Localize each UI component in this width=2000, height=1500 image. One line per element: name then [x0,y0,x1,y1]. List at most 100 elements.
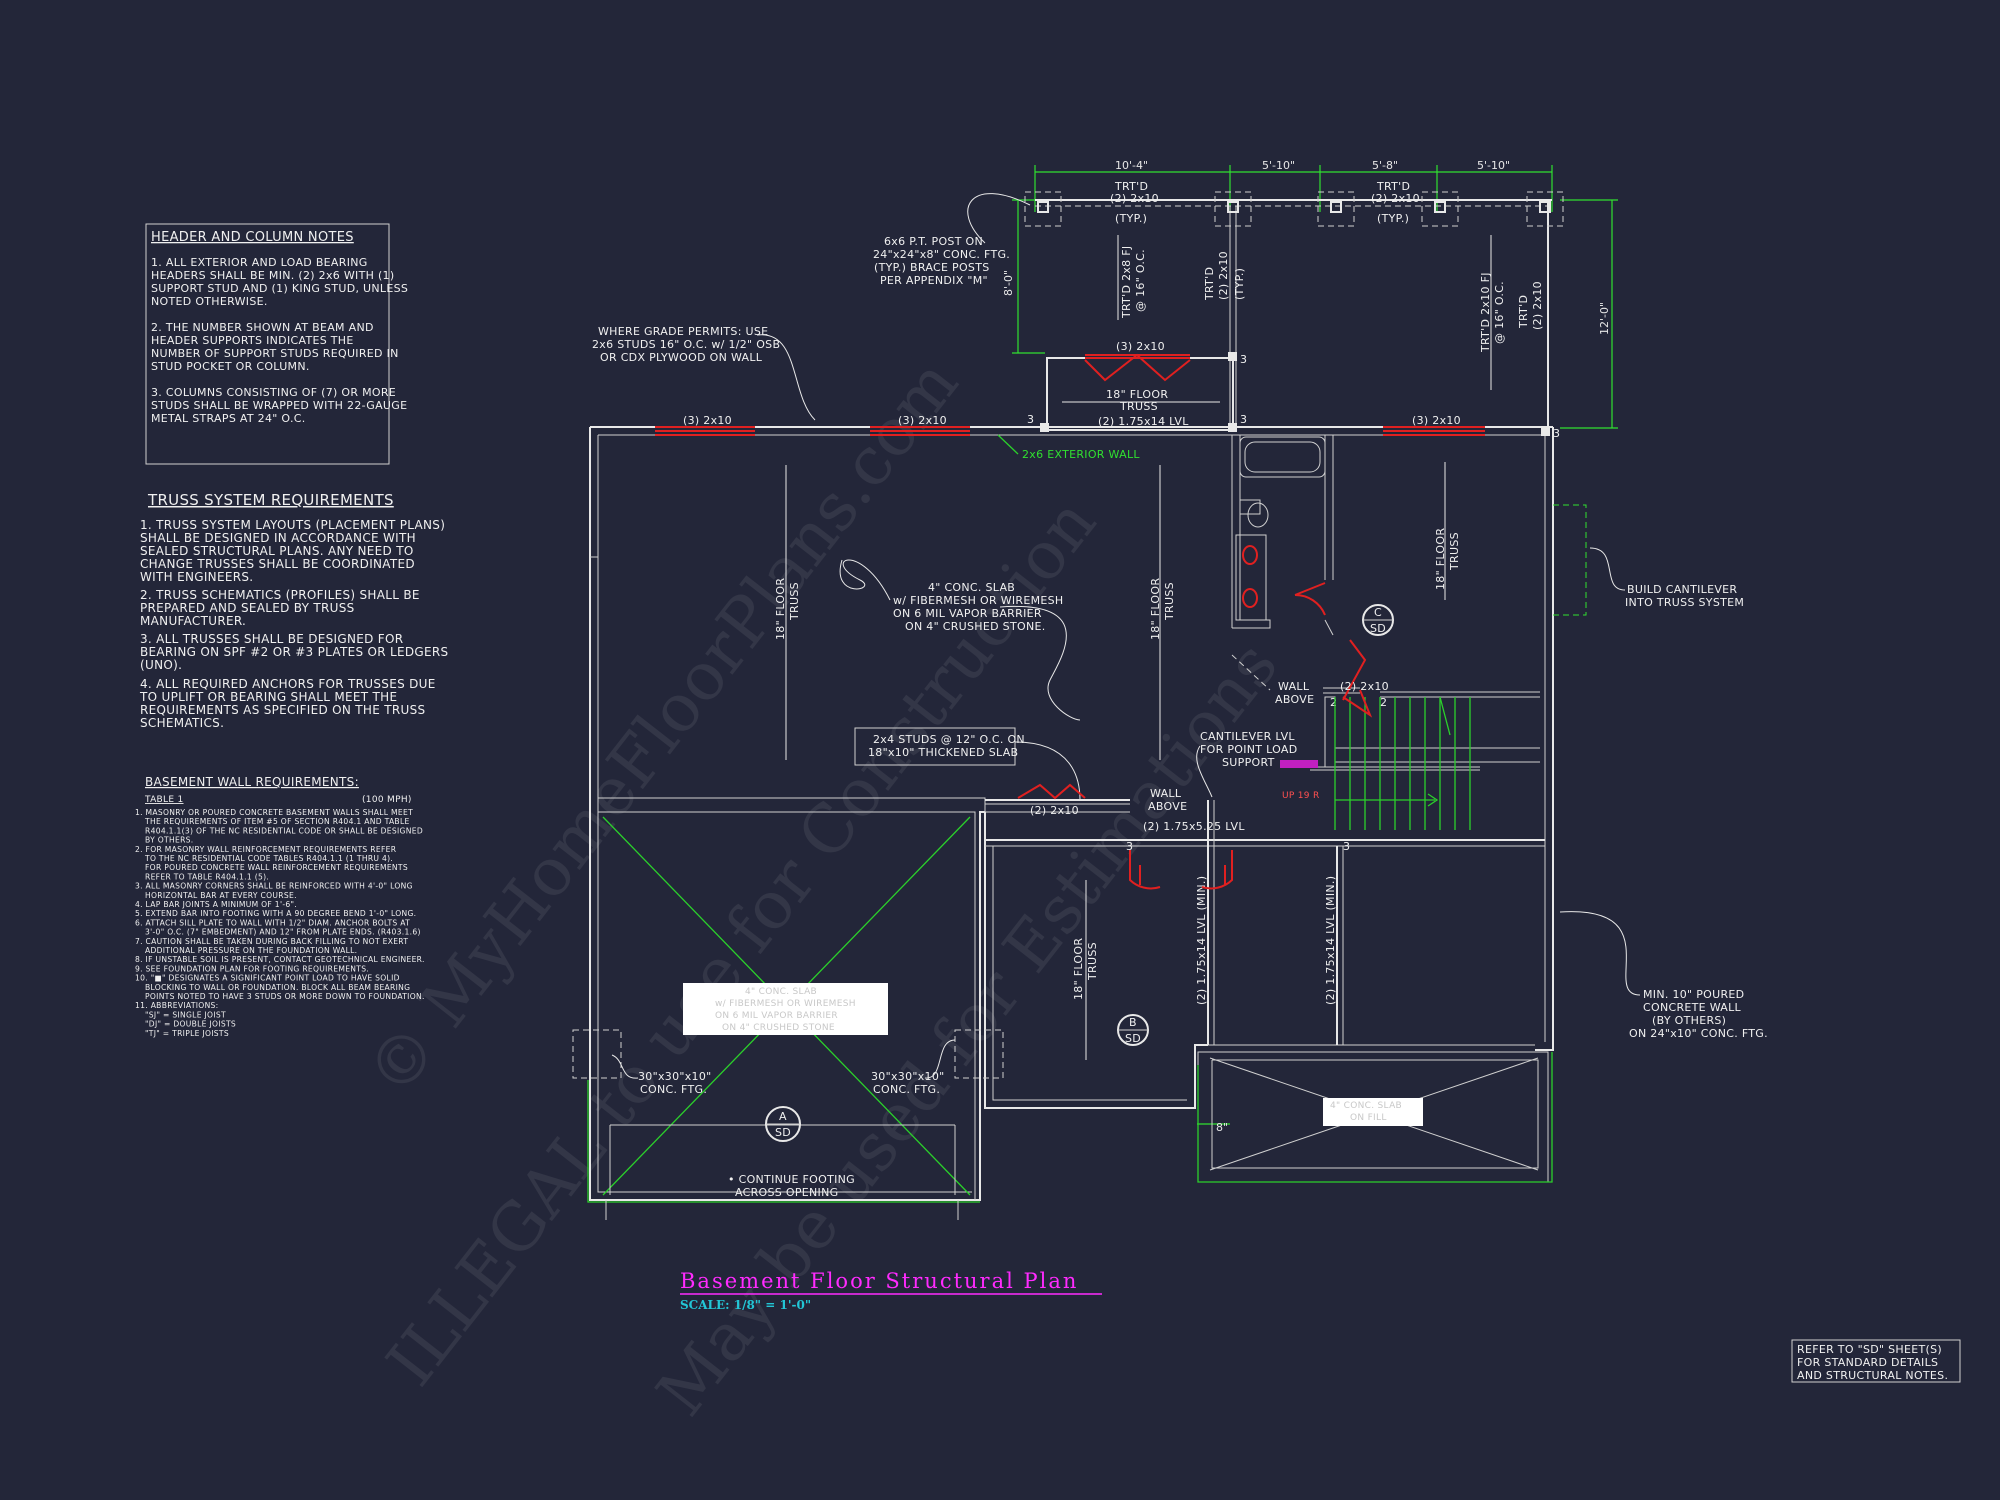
callouts: 6x6 P.T. POST ON 24"x24"x8" CONC. FTG. (… [592,193,1768,1040]
section-marker-a[interactable]: A SD [765,1106,801,1142]
wall-above-label: WALL [1278,680,1310,693]
footing-label: CONC. FTG. [640,1083,707,1096]
basement-note-line: 4. LAP BAR JOINTS A MINIMUM OF 1'-6". [135,900,297,909]
garage-slab-note: ON 6 MIL VAPOR BARRIER [715,1011,838,1021]
leader-line [1196,745,1213,798]
section-marker-c[interactable]: C SD [1362,604,1394,636]
wall-above-label: ABOVE [1148,800,1187,813]
stair-arrow [1439,696,1451,736]
dim-label: 8" [1216,1121,1228,1134]
plan-title: Basement Floor Structural Plan [680,1269,1078,1293]
porch-footing [1197,1052,1553,1183]
beam-label: (2) 2x10 [1531,281,1544,330]
footing-label: 30"x30"x10" [871,1070,945,1083]
refer-note-line: REFER TO "SD" SHEET(S) [1797,1343,1942,1356]
beam-label: (2) 2x10 [1217,251,1230,300]
post-footing [1526,191,1564,227]
leader-line [1589,547,1626,591]
basement-note-line: REFER TO TABLE R404.1.1 (5). [145,872,269,881]
garage-inner-wall [598,811,976,1200]
basement-note-line: 2. FOR MASONRY WALL REINFORCEMENT REQUIR… [135,845,397,854]
dim-label: 5'-10" [1477,159,1510,172]
column-footing [954,1029,1004,1079]
point-load [1541,427,1550,436]
point-load [1228,423,1237,432]
truss-label: 18" FLOOR [1149,578,1162,640]
beam-label: TRT'D [1517,295,1530,329]
basement-wall-notes: BASEMENT WALL REQUIREMENTS: TABLE 1 (100… [135,775,424,1038]
note-line: SCHEMATICS. [140,716,224,730]
sink [1242,588,1258,608]
truss-label: 18" FLOOR [1434,528,1447,590]
leader-line [611,1054,639,1079]
post [1227,201,1239,213]
stair-treads [1334,697,1471,830]
leader-line [1559,911,1641,996]
studs-note-box [854,727,1016,766]
header-label: (3) 2x10 [898,414,947,427]
note-line: 3. COLUMNS CONSISTING OF (7) OR MORE [151,386,396,399]
header-label: (2) 2x10 [1340,680,1389,693]
note-line: PREPARED AND SEALED BY TRUSS [140,601,355,615]
porch-slab-note: ON FILL [1350,1113,1387,1123]
lower-wall [984,812,1208,1109]
dim-label: 5'-8" [1372,159,1398,172]
leader-line [924,1039,956,1079]
lower-wall-inner [992,846,1187,1101]
foundation-note: MIN. 10" POURED [1643,988,1744,1001]
header-label: (3) 2x10 [1412,414,1461,427]
beam-label: (2) 2x10 [1371,192,1420,205]
dim-label: 10'-4" [1115,159,1148,172]
basement-note-line: HORIZONTAL BAR AT EVERY COURSE. [145,891,297,900]
beam-label: (TYP.) [1377,212,1409,225]
leader-line [1014,741,1081,801]
basement-note-line: FOR POURED CONCRETE WALL REINFORCEMENT R… [145,863,408,872]
truss-label: TRUSS [1119,400,1158,413]
leader-line [756,334,816,421]
stud-count: 3 [1343,840,1350,853]
porch-inner [1211,1059,1539,1169]
joist-label: @ 16" O.C. [1134,249,1147,312]
stud-count: 3 [1126,840,1133,853]
porch-label-box [1323,1098,1423,1126]
basement-notes-list: 1. MASONRY OR POURED CONCRETE BASEMENT W… [135,808,424,1038]
section-marker-b[interactable]: B SD [1117,1014,1149,1046]
point-load [1228,352,1237,361]
stud-count: 2 [1380,696,1387,709]
beam-label: TRT'D [1114,180,1148,193]
footing-line [587,1080,980,1203]
note-line: 1. ALL EXTERIOR AND LOAD BEARING [151,256,368,269]
joist-label: TRT'D 2x8 FJ [1120,246,1133,319]
continue-footing-note: • CONTINUE FOOTING [728,1173,855,1186]
leader-line [967,193,1031,244]
post-footing [1421,191,1459,227]
basement-note-line: 3. ALL MASONRY CORNERS SHALL BE REINFORC… [135,882,413,891]
continue-footing-note: ACROSS OPENING [735,1186,838,1199]
garage-slab-note: w/ FIBERMESH OR WIREMESH [715,999,856,1009]
point-load [1040,423,1049,432]
stud-count: 3 [1027,413,1034,426]
section-sheet: SD [775,1126,791,1139]
wall-above-label: ABOVE [1275,693,1314,706]
grade-note: WHERE GRADE PERMITS: USE [598,325,768,338]
toilet-bowl [1247,502,1269,528]
header-column-notes: HEADER AND COLUMN NOTES 1. ALL EXTERIOR … [145,223,408,465]
header-label: (3) 2x10 [683,414,732,427]
joist-label: TRT'D 2x10 FJ [1479,272,1492,353]
section-letter: C [1374,606,1382,619]
stud-count: 3 [1240,353,1247,366]
footing-label: 30"x30"x10" [638,1070,712,1083]
bath-wall [1232,619,1271,629]
beam-label: (2) 2x10 [1110,192,1159,205]
cantilever-outline [1553,504,1587,616]
cantilever-note: FOR POINT LOAD [1200,743,1298,756]
note-line: (UNO). [140,658,182,672]
stair-up-label: UP 19 R [1282,791,1320,801]
notes-box [145,223,390,465]
basement-note-line: 3'-0" O.C. (7" EMBEDMENT) AND 12" FROM P… [145,928,421,937]
post-footing [1317,191,1355,227]
header-red [1084,353,1191,382]
basement-note-line: "DJ" = DOUBLE JOISTS [145,1020,236,1029]
plan-scale: SCALE: 1/8" = 1'-0" [680,1298,811,1312]
